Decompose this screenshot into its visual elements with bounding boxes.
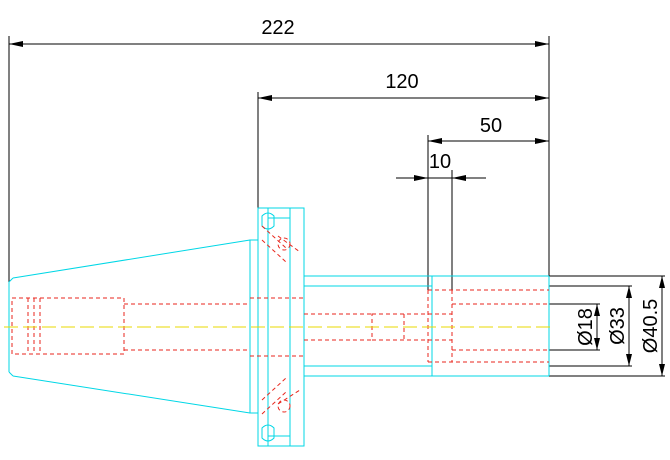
- taper-bottom-edge: [12, 375, 251, 414]
- arrow-40-bottom: [659, 364, 665, 376]
- label-flange-to-end: 120: [385, 71, 418, 93]
- arrow-120-left: [258, 95, 272, 101]
- arrow-50-left: [428, 138, 442, 144]
- flange-keyway-top-hidden: [261, 225, 301, 263]
- label-overall-length: 222: [261, 17, 294, 39]
- drawbar-bore: [11, 297, 125, 355]
- arrow-222-right: [535, 41, 549, 47]
- arrow-33-bottom: [626, 354, 632, 366]
- arrow-18-top: [594, 304, 600, 316]
- arrow-33-top: [626, 286, 632, 298]
- flange-key-bottom: [261, 424, 275, 442]
- taper-top-edge: [12, 239, 251, 279]
- label-bore-depth: 50: [480, 115, 502, 137]
- arrow-10-left: [414, 175, 428, 181]
- arrow-120-right: [535, 95, 549, 101]
- flange-keyway-bottom-hidden: [261, 377, 301, 415]
- arrow-222-left: [9, 41, 23, 47]
- arrow-18-bottom: [594, 338, 600, 350]
- label-dia-mid: Ø33: [607, 307, 629, 345]
- dimension-labels: 222 120 50 10 Ø18 Ø33 Ø40.5: [261, 17, 662, 353]
- dimension-lines: [8, 36, 665, 377]
- label-dia-small: Ø18: [575, 308, 597, 346]
- arrow-40-top: [659, 276, 665, 288]
- flange-hole-bottom: [277, 399, 291, 413]
- flange-hole-top: [277, 237, 291, 251]
- hidden-lines: [11, 225, 549, 415]
- label-bore-offset: 10: [429, 151, 451, 173]
- arrow-10-right: [452, 175, 466, 181]
- taper-chamfer-bottom: [8, 371, 14, 377]
- label-dia-large: Ø40.5: [640, 299, 662, 353]
- taper-chamfer-top: [8, 277, 14, 283]
- arrow-50-right: [535, 138, 549, 144]
